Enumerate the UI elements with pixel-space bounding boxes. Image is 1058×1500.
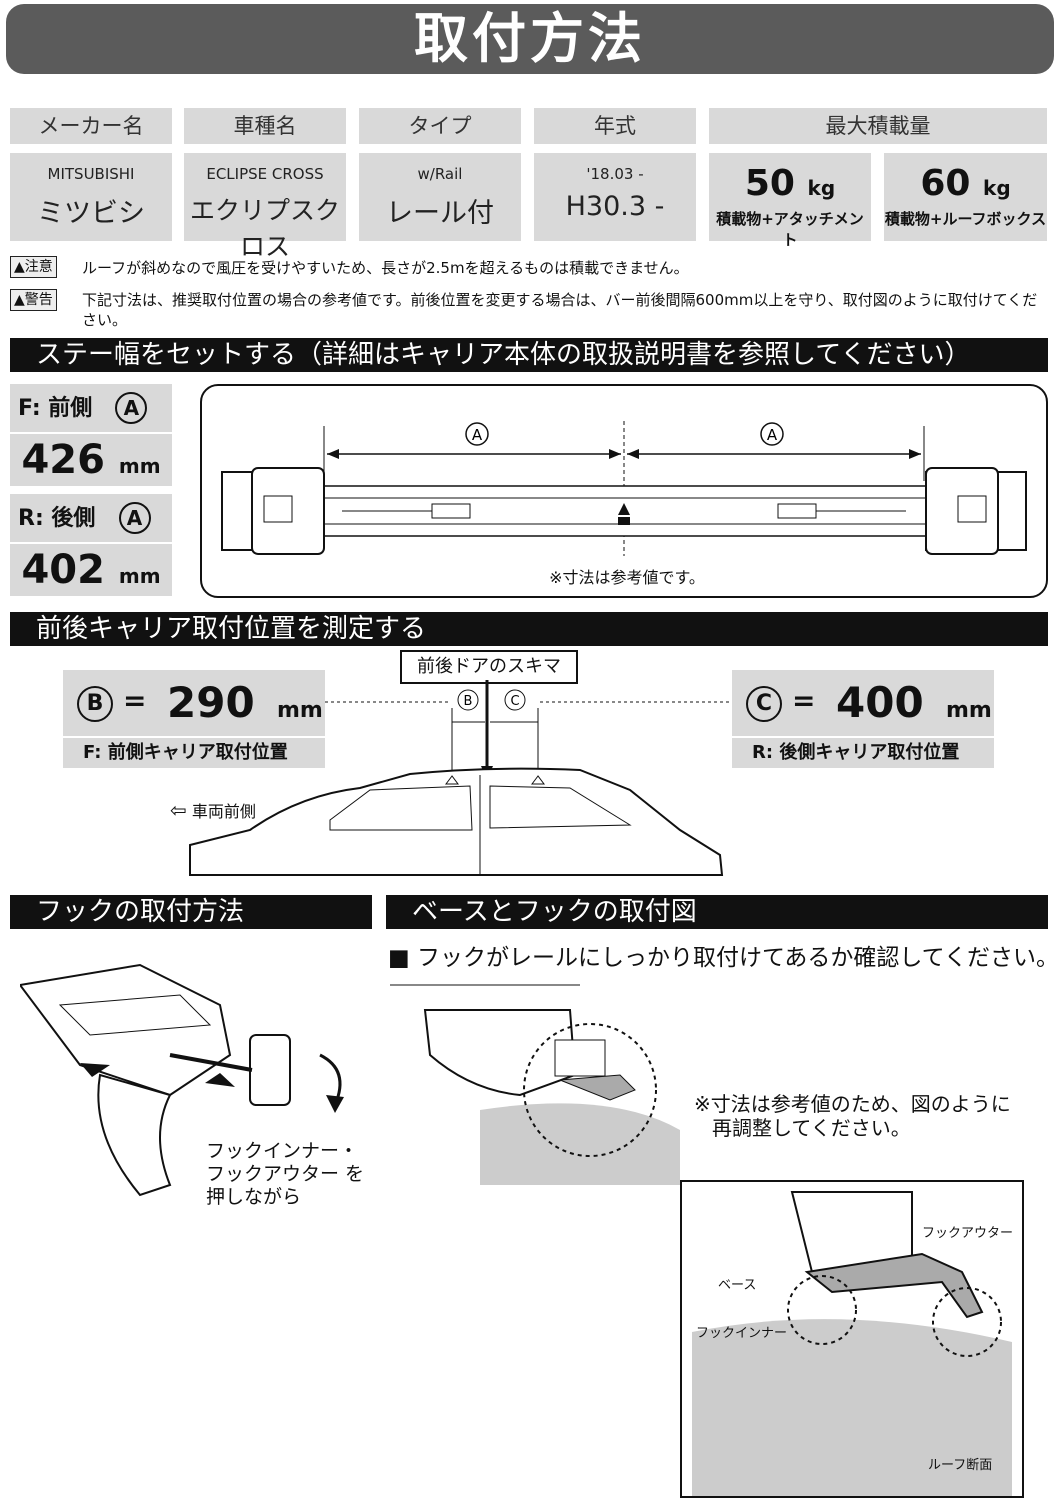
stay-diagram: A A ※寸法は参考値です。 [200,384,1048,598]
cell-load-roofbox: 60 kg 積載物+ルーフボックス [884,153,1047,241]
hook-instruction-line-1: フックインナー・ [206,1140,359,1162]
ref-note: ※寸法は参考値のため、図のように 再調整してください。 [694,1092,1011,1140]
header-max-load: 最大積載量 [709,108,1047,144]
stay-diagram-note: ※寸法は参考値です。 [549,568,705,587]
svg-text:C: C [510,694,519,709]
arrow-left-icon: ⇦ [170,798,187,822]
page-title: 取付方法 [6,4,1054,74]
rear-value-box: 402 mm [10,544,172,596]
front-value-box: 426 mm [10,434,172,486]
caution-text: ルーフが斜めなので風圧を受けやすいため、長さが2.5mを超えるものは積載できませ… [82,259,689,277]
b-equals: = [123,684,147,717]
warning-badge: ▲警告 [10,289,57,311]
c-caption: R: 後側キャリア取付位置 [732,738,994,768]
type-sub: w/Rail [417,165,463,183]
front-unit: mm [118,454,161,478]
cell-model: ECLIPSE CROSS エクリプスクロス [184,153,346,261]
header-maker: メーカー名 [10,108,172,144]
c-value: 400 [836,678,924,727]
load1-value: 50 [744,163,795,204]
load1-unit: kg [807,176,836,200]
marker-c-icon: C [746,686,782,722]
header-year: 年式 [534,108,696,144]
b-value: 290 [167,678,255,727]
cell-maker: MITSUBISHI ミツビシ [10,153,172,241]
marker-a-icon: A [118,502,151,534]
maker-main: ミツビシ [37,198,145,229]
roof-cross-section-illustration [692,1191,1012,1496]
position-section-heading: 前後キャリア取付位置を測定する [10,612,1048,646]
load2-unit: kg [983,176,1011,200]
hook-section-heading: フックの取付方法 [10,895,372,929]
hook-instruction-line-2: フックアウター を [206,1163,365,1185]
caution-badge: ▲注意 [10,256,57,278]
detail-cross-section: フックアウター ベース フックインナー ルーフ断面 [680,1180,1024,1498]
ref-note-line-2: 再調整してください。 [712,1116,911,1140]
svg-text:A: A [472,426,483,444]
c-unit: mm [946,698,992,723]
base-section-heading: ベースとフックの取付図 [386,895,1048,929]
base-hook-overview-illustration [390,984,680,1185]
rear-value: 402 [21,547,105,593]
cell-type: w/Rail レール付 [359,153,521,241]
cell-load-attachment: 50 kg 積載物+アタッチメント [709,153,871,249]
c-value-box: C = 400 mm [732,670,994,736]
door-gap-label: 前後ドアのスキマ [400,650,578,684]
label-base: ベース [718,1278,757,1293]
warning-triangle-icon: ▲ [14,259,25,275]
maker-sub: MITSUBISHI [47,165,135,183]
stay-section-heading: ステー幅をセットする（詳細はキャリア本体の取扱説明書を参照してください） [10,338,1048,372]
marker-b-icon: B [77,686,113,722]
model-sub: ECLIPSE CROSS [206,165,324,183]
type-main: レール付 [386,198,494,229]
car-side-illustration: B C [189,680,732,876]
rear-label-box: R: 後側 A [10,494,172,542]
label-hook-outer: フックアウター [922,1226,1014,1241]
load2-caption: 積載物+ルーフボックス [884,210,1047,228]
hook-instruction: フックインナー・ フックアウター を 押しながら [206,1140,364,1209]
cell-year: '18.03 - H30.3 - [534,153,696,241]
load1-caption: 積載物+アタッチメント [716,210,864,249]
warning-text: 下記寸法は、推奨取付位置の場合の参考値です。前後位置を変更する場合は、バー前後間… [82,291,1038,329]
header-model: 車種名 [184,108,346,144]
label-hook-inner: フックインナー [696,1326,788,1341]
year-sub: '18.03 - [586,165,644,183]
header-type: タイプ [359,108,521,144]
ref-note-line-1: ※寸法は参考値のため、図のように [694,1092,1011,1116]
front-label-box: F: 前側 A [10,384,172,432]
rear-unit: mm [118,564,161,588]
carrier-bar-illustration: A A [221,421,1027,556]
hook-install-illustration [20,963,344,1197]
rear-label: R: 後側 [18,506,96,531]
c-equals: = [792,684,816,717]
warning-triangle-icon: ▲ [14,292,25,308]
load2-value: 60 [920,163,971,204]
b-value-box: B = 290 mm [63,670,325,736]
front-label: F: 前側 [18,396,93,421]
b-unit: mm [277,698,323,723]
year-main: H30.3 - [565,191,665,222]
hook-instruction-line-3: 押しながら [206,1186,302,1208]
front-value: 426 [21,437,105,483]
check-text: ■ フックがレールにしっかり取付けてあるか確認してください。 [388,945,1058,971]
b-caption: F: 前側キャリア取付位置 [63,738,325,768]
vehicle-front-label: ⇦ 車両前側 [170,798,256,822]
svg-text:B: B [464,694,473,709]
svg-text:A: A [767,426,778,444]
marker-a-icon: A [115,392,148,424]
label-roof-section: ルーフ断面 [928,1458,993,1473]
model-main: エクリプスクロス [189,196,340,261]
